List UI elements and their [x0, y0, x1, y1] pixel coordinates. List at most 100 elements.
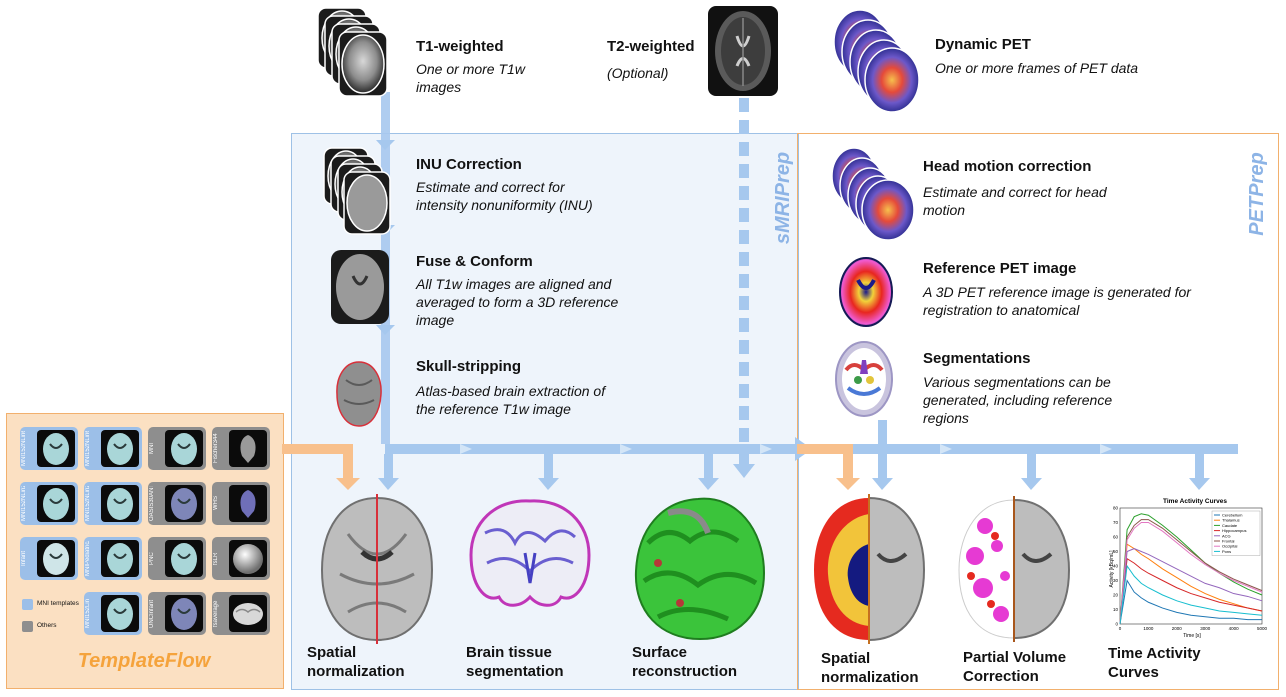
chart-xlabel: Time [s] — [1183, 633, 1201, 639]
legend-label: Occipital — [1222, 544, 1237, 549]
legend-label: Cerebellum — [1222, 513, 1243, 518]
t1-title: T1-weighted — [416, 38, 504, 55]
pet-output-time-activity-curves: Time Activity Curves — [1108, 645, 1201, 681]
series-line-pons — [1119, 564, 1263, 625]
template-thumbnail — [165, 595, 203, 632]
legend-others: Others — [22, 620, 84, 634]
template-label: MNI152NLin6Sym — [85, 431, 91, 466]
template-thumbnail — [37, 430, 75, 467]
t2-title: T2-weighted — [607, 38, 695, 55]
template-mni152nlin2009casym: MNI152NLin2009cAsym — [20, 482, 78, 525]
skullstrip-desc: Atlas-based brain extraction of the refe… — [416, 383, 606, 417]
smri-output-brain-tissue-segmentation: Brain tissue segmentation — [466, 644, 564, 680]
series-line-cerebellum — [1119, 579, 1262, 625]
templateflow-grid: MNI152NLin6Asym MNI152NLin6Sym MNI Fischer3… — [20, 427, 270, 637]
template-label: fsLR — [213, 552, 219, 565]
chart-ylabel: Activity [kBq/mL] — [1109, 550, 1115, 588]
template-label: Fischer344 — [213, 433, 219, 464]
reference-pet-title: Reference PET image — [923, 260, 1077, 277]
template-thumbnail — [101, 540, 139, 577]
series-line-caudate — [1119, 513, 1263, 625]
inu-desc: Estimate and correct for intensity nonun… — [416, 179, 593, 213]
template-mnipediatricasym: MNIPediatricAsym — [84, 537, 142, 580]
surface-reconstruction-image — [634, 497, 766, 641]
template-whs: WHS — [212, 482, 270, 525]
x-tick-label: 5000 — [1257, 626, 1268, 631]
legend-label: ACG — [1222, 533, 1231, 538]
template-label: MNI — [149, 443, 155, 454]
series-line-hippocampus — [1119, 557, 1263, 625]
inu-title: INU Correction — [416, 156, 522, 173]
template-oasis30ants: OASIS30ANTs — [148, 482, 206, 525]
y-tick-label: 70 — [1113, 520, 1119, 525]
pet-output-partial-volume-correction: Partial Volume Correction — [963, 649, 1067, 685]
template-thumbnail — [101, 430, 139, 467]
pet-desc: One or more frames of PET data — [935, 60, 1139, 76]
smri-spatial-normalization-image — [320, 494, 434, 644]
pet-image-stack — [833, 9, 920, 113]
t1-image-stack — [317, 7, 388, 97]
series-line-acg — [1119, 548, 1263, 625]
legend-label: Pons — [1222, 549, 1231, 554]
template-mni152nlin2009csym: MNI152NLin2009cSym — [84, 482, 142, 525]
t1-desc: One or more T1w images — [416, 61, 525, 95]
motion-desc: Estimate and correct for head motion — [923, 184, 1107, 218]
legend-mni-swatch — [22, 599, 33, 610]
template-thumbnail — [229, 430, 267, 467]
fuse-image — [331, 250, 389, 324]
template-fischer344: Fischer344 — [212, 427, 270, 470]
inu-image-stack — [323, 147, 391, 235]
legend-others-label: Others — [37, 622, 57, 629]
legend-mni-label: MNI templates — [37, 600, 79, 607]
template-thumbnail — [37, 540, 75, 577]
motion-title: Head motion correction — [923, 158, 1092, 175]
template-thumbnail — [229, 485, 267, 522]
x-tick-label: 3000 — [1200, 626, 1211, 631]
templateflow-title: TemplateFlow — [77, 650, 211, 672]
y-tick-label: 60 — [1113, 535, 1119, 540]
x-tick-label: 0 — [1119, 626, 1122, 631]
smri-output-spatial-normalization: Spatial normalization — [307, 644, 405, 680]
t2-image — [708, 6, 778, 96]
partial-volume-correction-image — [958, 496, 1071, 642]
y-tick-label: 0 — [1115, 622, 1118, 627]
legend-label: Frontal — [1222, 539, 1235, 544]
legend-label: Hippocampus — [1222, 528, 1246, 533]
template-infant: Infant — [20, 537, 78, 580]
template-thumbnail — [101, 485, 139, 522]
template-thumbnail — [165, 485, 203, 522]
template-thumbnail — [101, 595, 139, 632]
y-tick-label: 30 — [1113, 578, 1119, 583]
skullstrip-title: Skull-stripping — [416, 358, 521, 375]
template-label: MNI152NLin2009cSym — [85, 486, 91, 521]
legend-mni: MNI templates — [22, 598, 84, 612]
template-mni152nlin6asym: MNI152NLin6Asym — [20, 427, 78, 470]
template-mni: MNI — [148, 427, 206, 470]
template-thumbnail — [229, 540, 267, 577]
segmentations-title: Segmentations — [923, 350, 1031, 367]
time-activity-curves-chart: Time Activity Curves Activity [kBq/mL] T… — [1109, 498, 1268, 639]
series-line-occipital — [1119, 522, 1263, 625]
template-label: MNIPediatricAsym — [85, 541, 91, 576]
chart-title: Time Activity Curves — [1163, 498, 1227, 505]
legend-others-swatch — [22, 621, 33, 632]
template-uncinfant: UNCInfant — [148, 592, 206, 635]
pet-output-spatial-normalization: Spatial normalization — [821, 650, 919, 686]
template-thumbnail — [229, 595, 267, 632]
template-thumbnail — [165, 430, 203, 467]
template-label: MNI152NLin6Asym — [21, 431, 27, 466]
fuse-title: Fuse & Conform — [416, 253, 533, 270]
series-line-frontal — [1119, 519, 1263, 625]
template-label: OASIS30ANTs — [149, 486, 155, 521]
segmentations-desc: Various segmentations can be generated, … — [923, 374, 1113, 426]
segmentation-image — [835, 341, 893, 417]
template-thumbnail — [37, 485, 75, 522]
reference-pet-desc: A 3D PET reference image is generated fo… — [923, 284, 1191, 318]
smri-output-surface-reconstruction: Surface reconstruction — [632, 644, 738, 680]
x-tick-label: 4000 — [1229, 626, 1240, 631]
y-tick-label: 20 — [1113, 593, 1119, 598]
y-tick-label: 80 — [1113, 506, 1119, 511]
reference-pet-image — [839, 257, 893, 327]
template-label: Infant — [21, 551, 27, 567]
x-tick-label: 1000 — [1143, 626, 1154, 631]
